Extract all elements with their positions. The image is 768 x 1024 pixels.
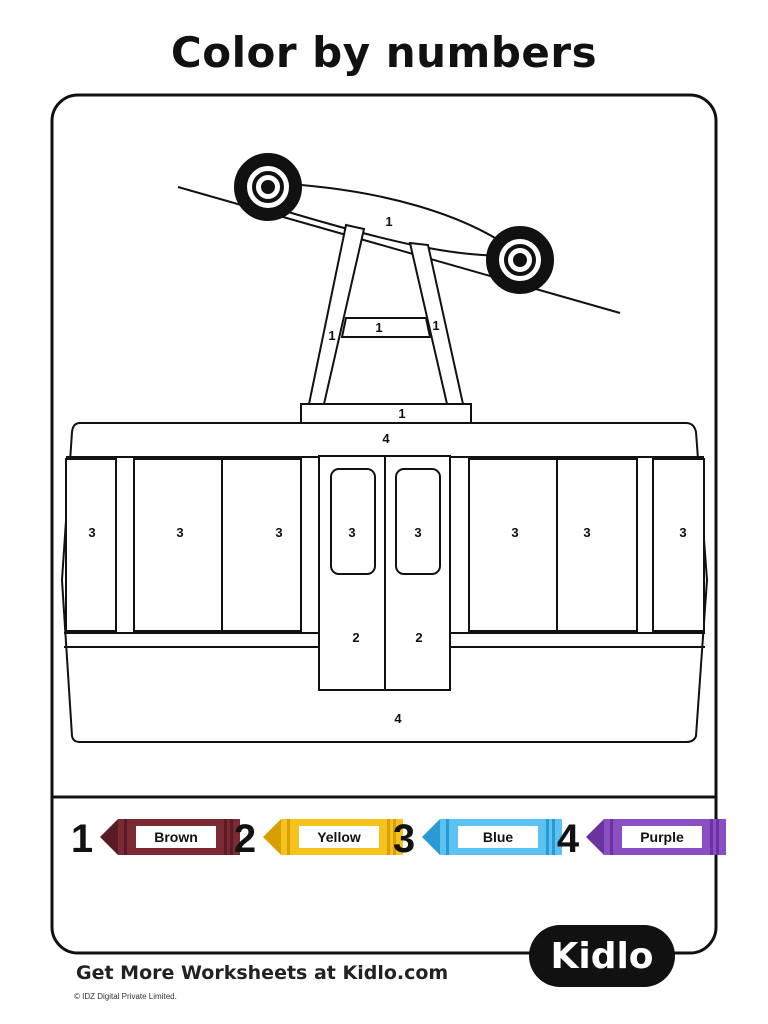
num-body-bottom: 4	[394, 711, 402, 726]
window-far-right	[652, 458, 705, 632]
crayon-icon	[100, 819, 240, 855]
crossbar	[340, 317, 432, 338]
num-mount-plate: 1	[398, 406, 405, 421]
window-left	[133, 458, 302, 632]
worksheet-frame	[50, 93, 718, 955]
legend-label: Blue	[483, 829, 514, 845]
num-door-window-right: 3	[414, 525, 421, 540]
window-far-left	[65, 458, 117, 632]
left-leg	[307, 223, 366, 405]
window-right	[468, 458, 638, 632]
door-window-right	[395, 468, 441, 575]
num-window-left-a: 3	[176, 525, 183, 540]
legend-label: Yellow	[317, 829, 361, 845]
num-door-right: 2	[415, 630, 422, 645]
legend-label: Brown	[154, 829, 198, 845]
num-window-right-a: 3	[511, 525, 518, 540]
kidlo-logo[interactable]: Kidlo	[529, 925, 675, 987]
copyright-text: © IDZ Digital Private Limited.	[74, 992, 177, 1001]
num-door-left: 2	[352, 630, 359, 645]
num-window-left-b: 3	[275, 525, 282, 540]
wheel-right	[486, 226, 554, 294]
legend-number: 1	[71, 817, 93, 861]
num-right-leg: 1	[432, 318, 439, 333]
num-left-leg: 1	[328, 328, 335, 343]
legend-item-yellow: 2 Yellow	[234, 817, 403, 861]
legend-label: Purple	[640, 829, 684, 845]
door-window-left	[330, 468, 376, 575]
num-window-right-b: 3	[583, 525, 590, 540]
legend-number: 2	[234, 817, 256, 861]
page-title: Color by numbers	[170, 28, 598, 77]
crayon-icon	[263, 819, 403, 855]
mount-plate	[300, 403, 472, 425]
num-crossbar: 1	[375, 320, 382, 335]
legend-item-blue: 3 Blue	[393, 817, 562, 861]
num-door-window-left: 3	[348, 525, 355, 540]
legend-item-purple: 4 Purple	[557, 817, 726, 861]
footer-cta[interactable]: Get More Worksheets at Kidlo.com	[76, 962, 449, 984]
wheel-left	[234, 153, 302, 221]
legend-number: 3	[393, 817, 415, 861]
num-window-far-left: 3	[88, 525, 95, 540]
num-window-far-right: 3	[679, 525, 686, 540]
crayon-icon	[586, 819, 726, 855]
cable-car-drawing	[60, 153, 709, 743]
num-cable-arm: 1	[385, 214, 392, 229]
crayon-icon	[422, 819, 562, 855]
region-numbers: 1 1 1 1 1 4 4 3 3 3 3 3 3 3 3 2 2	[88, 214, 686, 726]
legend-item-brown: 1 Brown	[71, 817, 240, 861]
color-legend: 1 Brown 2 Yellow 3 Blue 4 Purple	[71, 817, 726, 861]
legend-number: 4	[557, 817, 580, 861]
num-roof: 4	[382, 431, 390, 446]
